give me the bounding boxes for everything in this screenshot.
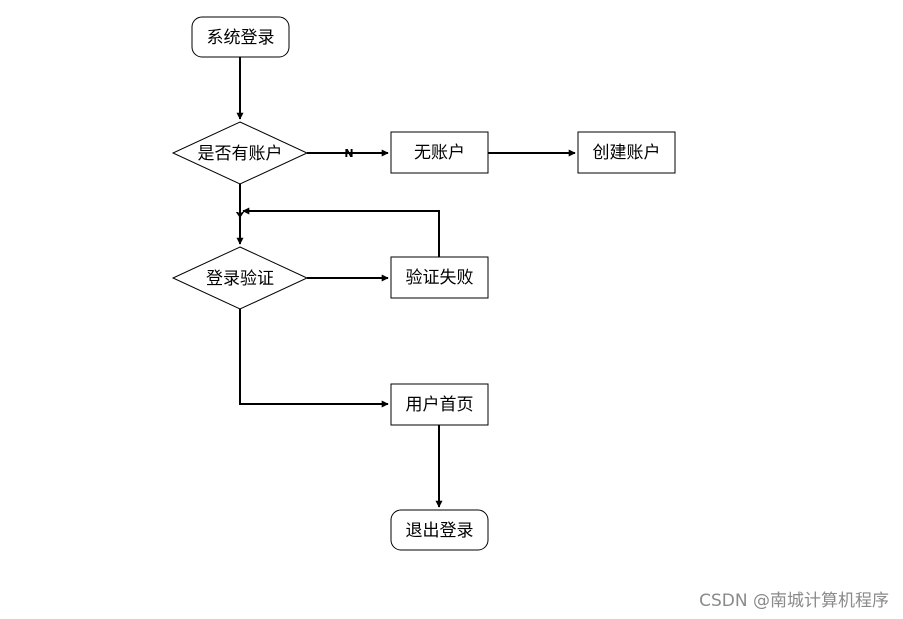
node-no-account: 无账户 [390, 131, 489, 174]
edge-label-yes: Y [235, 210, 245, 223]
node-verify-failed-label: 验证失败 [406, 268, 474, 288]
node-user-home-label: 用户首页 [406, 395, 474, 415]
node-system-login: 系统登录 [191, 16, 290, 58]
node-login-verify-label: 登录验证 [206, 269, 274, 289]
node-logout-label: 退出登录 [406, 521, 474, 541]
node-login-verify-decision: 登录验证 [171, 246, 309, 310]
edge-label-no: N [344, 147, 353, 160]
node-user-home: 用户首页 [390, 383, 489, 426]
node-create-account: 创建账户 [577, 131, 676, 174]
node-system-login-label: 系统登录 [207, 28, 275, 48]
node-has-account-label: 是否有账户 [198, 144, 283, 164]
node-logout: 退出登录 [390, 509, 489, 551]
node-verify-failed: 验证失败 [390, 256, 489, 299]
node-create-account-label: 创建账户 [593, 143, 661, 163]
node-has-account-decision: 是否有账户 [171, 121, 309, 185]
edge-verify-to-home [239, 309, 389, 408]
node-no-account-label: 无账户 [414, 143, 465, 163]
edge-failed-back-to-verify [242, 207, 440, 257]
watermark: CSDN @南城计算机程序 [699, 591, 889, 611]
